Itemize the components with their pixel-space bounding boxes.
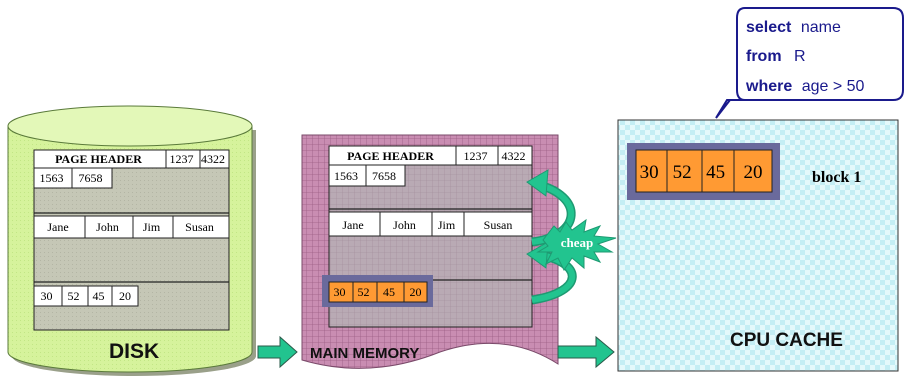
svg-text:select name: select name [746, 19, 841, 36]
select-field: name [801, 19, 841, 36]
disk-name-cell: Jane [47, 220, 68, 234]
select-keyword: select [746, 19, 792, 36]
memory-page: PAGE HEADER 1237 4322 1563 7658 Jane Joh… [322, 146, 532, 327]
disk-slot-num: 7658 [79, 171, 103, 185]
cache-age-cell: 30 [640, 162, 659, 183]
cpu-cache-label: CPU CACHE [730, 330, 843, 351]
disk-header-num: 1237 [170, 152, 194, 166]
block-label: block 1 [812, 169, 861, 186]
disk-name-cell: Susan [185, 220, 214, 234]
memory-page-header: PAGE HEADER [347, 149, 434, 163]
where-condition: age > 50 [802, 78, 865, 95]
cache-age-cell: 52 [673, 162, 692, 183]
arrow-memory-to-cache-icon [558, 337, 614, 367]
disk-slot-num: 1563 [40, 171, 64, 185]
svg-text:from R: from R [746, 48, 806, 65]
memory-name-cell: John [393, 218, 416, 232]
disk-age-cell: 45 [93, 289, 105, 303]
disk-label: DISK [109, 340, 159, 363]
memory-header-num: 1237 [464, 149, 488, 163]
memory-name-cell: Susan [484, 218, 513, 232]
memory-header-num: 4322 [502, 149, 526, 163]
arrow-disk-to-memory-icon [258, 337, 297, 367]
main-memory-label: MAIN MEMORY [310, 345, 419, 362]
memory-age-cell: 45 [383, 285, 395, 299]
disk-name-cell: John [96, 220, 119, 234]
svg-text:where age > 50: where age > 50 [745, 78, 865, 95]
where-keyword: where [745, 78, 792, 95]
from-table: R [794, 48, 806, 65]
cache-age-cell: 20 [744, 162, 763, 183]
query-bubble: select name from R where age > 50 [716, 8, 903, 118]
memory-slot-num: 7658 [372, 169, 396, 183]
disk-name-cell: Jim [143, 220, 161, 234]
memory-age-cell: 30 [334, 285, 346, 299]
disk-header-num: 4322 [201, 152, 225, 166]
disk-age-cell: 30 [41, 289, 53, 303]
memory-age-cell: 52 [358, 285, 370, 299]
disk-page: PAGE HEADER 1237 4322 1563 7658 Jane Joh… [34, 150, 229, 330]
memory-slot-num: 1563 [334, 169, 358, 183]
memory-age-cell: 20 [410, 285, 422, 299]
from-keyword: from [746, 48, 782, 65]
memory-name-cell: Jim [438, 218, 456, 232]
cheap-label: cheap [561, 235, 594, 250]
memory-name-cell: Jane [342, 218, 363, 232]
cache-age-cell: 45 [706, 162, 725, 183]
disk-age-cell: 52 [68, 289, 80, 303]
disk-age-cell: 20 [119, 289, 131, 303]
disk-page-header: PAGE HEADER [55, 152, 142, 166]
